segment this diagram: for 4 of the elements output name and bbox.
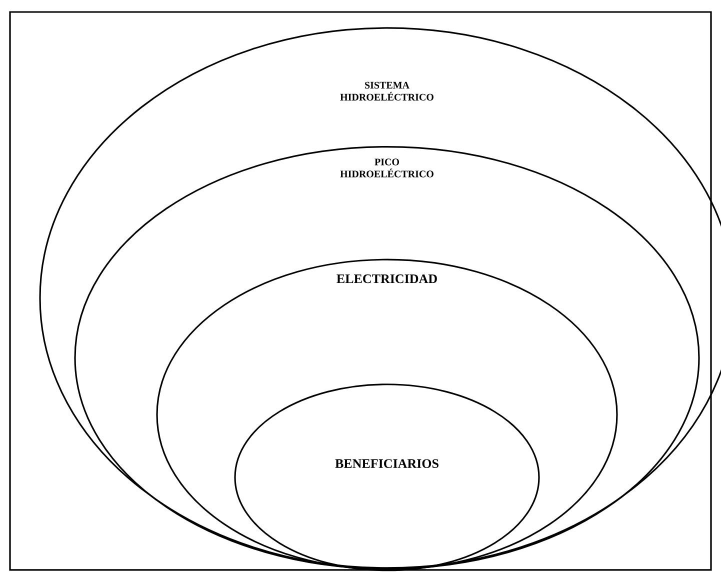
node-label: BENEFICIARIOS	[335, 459, 438, 468]
node-label: SISTEMA HIDROELÉCTRICO	[340, 82, 434, 101]
node-label: PICO HIDROELÉCTRICO	[340, 158, 434, 178]
node-label: ELECTRICIDAD	[336, 274, 437, 284]
